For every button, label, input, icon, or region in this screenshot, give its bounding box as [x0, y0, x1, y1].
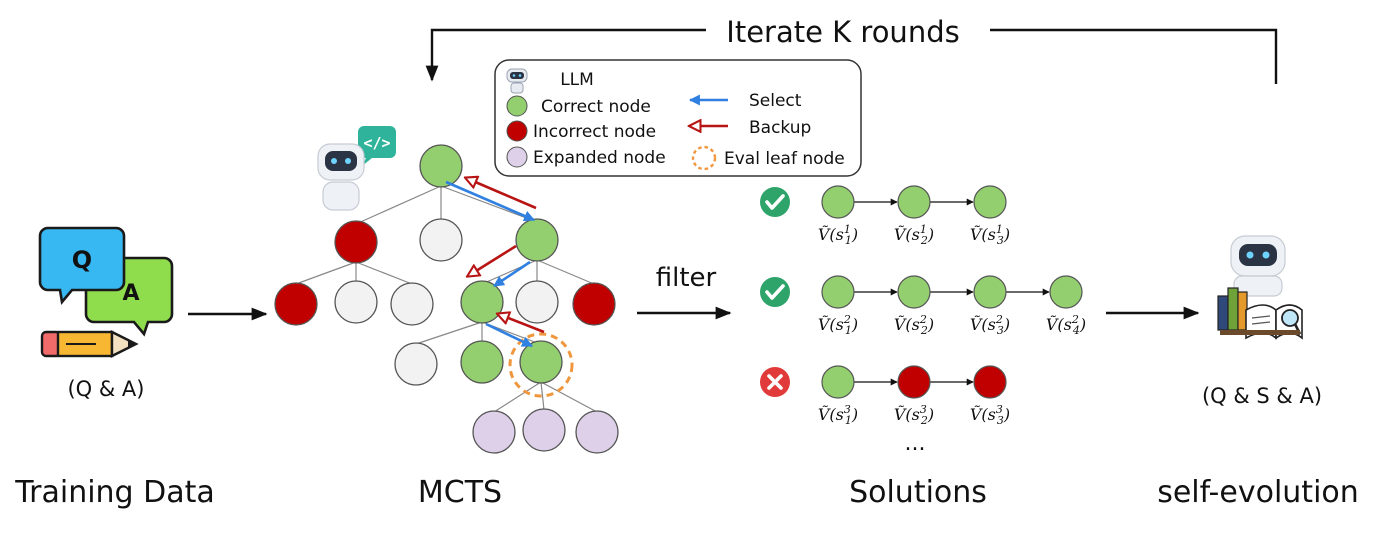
backup-arrow — [466, 178, 537, 210]
select-arrow — [445, 180, 536, 222]
solution-node-correct — [973, 185, 1007, 219]
self-evolution-section: (Q & S & A) self-evolution — [1157, 235, 1359, 510]
check-icon — [760, 187, 790, 217]
solution-node-correct — [1049, 275, 1083, 309]
pencil-icon — [40, 330, 139, 358]
robot-reading-icon — [1217, 235, 1303, 340]
cross-icon — [760, 367, 790, 397]
mcts-section: </> — [274, 126, 619, 510]
mcts-node-unvisited — [334, 280, 378, 324]
iterate-loop: Iterate K rounds — [425, 15, 1278, 84]
mcts-node-incorrect — [274, 282, 318, 326]
mcts-node-expanded — [575, 410, 619, 454]
select-arrow — [485, 322, 533, 348]
mcts-node-expanded — [522, 408, 566, 452]
mcts-node-root — [419, 144, 463, 188]
code-glyph: </> — [363, 134, 390, 152]
mcts-node-incorrect — [572, 282, 616, 326]
mcts-node-correct — [515, 218, 559, 262]
mcts-node-eval-leaf — [519, 340, 563, 384]
legend-expanded-swatch — [506, 146, 528, 168]
legend-correct-label: Correct node — [541, 97, 651, 117]
robot-coder-icon: </> — [317, 126, 396, 211]
solutions-ellipsis: ... — [905, 431, 926, 456]
solution-node-correct — [897, 275, 931, 309]
iterate-loop-right-arm — [990, 28, 1278, 84]
mcts-node-correct — [460, 340, 504, 384]
solution-node-incorrect — [973, 365, 1007, 399]
mcts-title: MCTS — [418, 475, 502, 510]
qa-chat-icon: A Q — [38, 226, 174, 358]
question-letter: Q — [72, 246, 92, 274]
mcts-node-unvisited — [390, 282, 434, 326]
solution-node-incorrect — [897, 365, 931, 399]
legend-backup-label: Backup — [749, 118, 811, 138]
solution-node-correct — [973, 275, 1007, 309]
check-icon — [760, 277, 790, 307]
mcts-node-incorrect — [334, 220, 378, 264]
filter-label: filter — [656, 263, 717, 293]
solution-node-correct — [821, 275, 855, 309]
mcts-node-unvisited — [394, 342, 438, 386]
legend: LLM Correct node Incorrect node Expanded… — [494, 59, 862, 177]
select-arrow — [493, 260, 531, 288]
iterate-loop-left-arm — [425, 28, 706, 82]
mcts-node-unvisited — [419, 218, 463, 262]
answer-letter: A — [122, 281, 139, 306]
self-evolution-title: self-evolution — [1157, 475, 1359, 510]
solution-node-correct — [821, 185, 855, 219]
solution-node-correct — [821, 365, 855, 399]
self-evolution-sublabel: (Q & S & A) — [1202, 384, 1322, 408]
legend-incorrect-label: Incorrect node — [533, 122, 656, 142]
mcts-node-expanded — [472, 410, 516, 454]
legend-correct-swatch — [506, 95, 528, 117]
backup-arrow — [498, 314, 545, 334]
eval-leaf-ring — [508, 332, 574, 398]
legend-select-label: Select — [749, 91, 802, 111]
filter-arrow-group: filter — [637, 263, 732, 320]
backup-arrow — [468, 244, 517, 276]
legend-llm-label: LLM — [560, 70, 594, 90]
iterate-loop-label: Iterate K rounds — [726, 15, 959, 49]
training-sublabel: (Q & A) — [67, 377, 144, 401]
legend-eval-ring — [691, 145, 717, 171]
legend-incorrect-swatch — [506, 120, 528, 142]
solutions-title: Solutions — [849, 475, 987, 510]
legend-expanded-label: Expanded node — [533, 148, 666, 168]
legend-eval-label: Eval leaf node — [724, 149, 845, 169]
training-title: Training Data — [14, 475, 215, 510]
training-data-section: A Q (Q & A) Training Data — [14, 226, 215, 510]
llm-robot-icon — [506, 68, 528, 94]
mcts-node-correct — [460, 280, 504, 324]
mcts-node-unvisited — [515, 280, 559, 324]
legend-box — [494, 59, 862, 177]
solution-node-correct — [897, 185, 931, 219]
